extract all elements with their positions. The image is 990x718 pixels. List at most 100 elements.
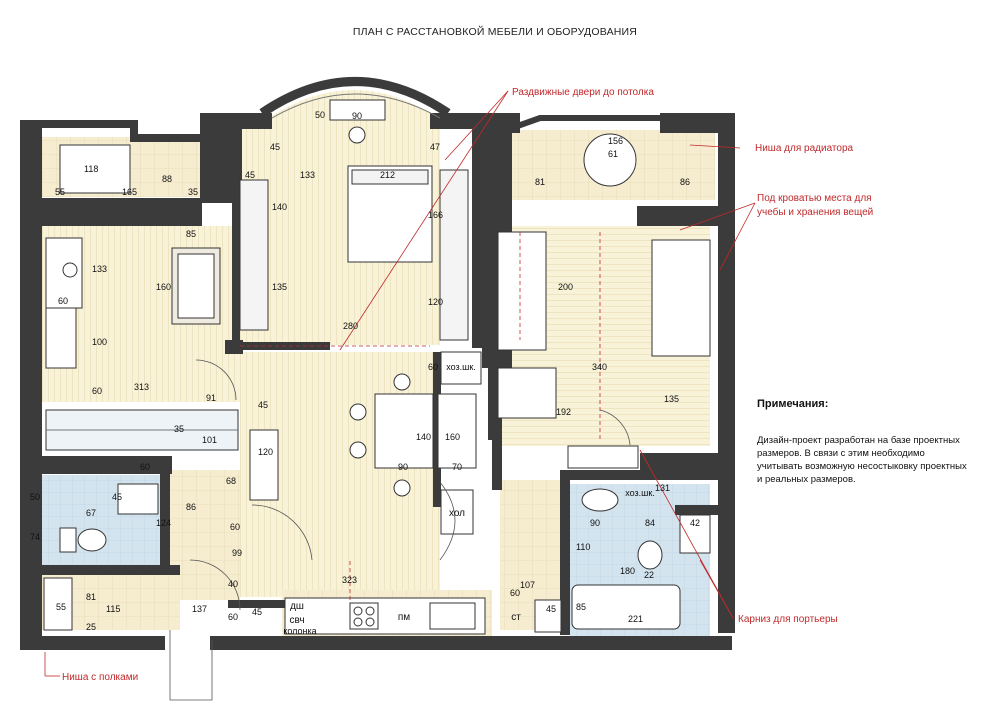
svg-text:118: 118 <box>84 164 98 174</box>
svg-text:60: 60 <box>228 612 238 622</box>
svg-text:55: 55 <box>55 187 65 197</box>
svg-text:45: 45 <box>112 492 122 502</box>
svg-text:120: 120 <box>258 447 273 457</box>
washer-label: ст <box>511 612 521 623</box>
callout-shelf-niche: Ниша с полками <box>62 672 138 683</box>
plan-title: ПЛАН С РАССТАНОВКОЙ МЕБЕЛИ И ОБОРУДОВАНИ… <box>353 25 637 38</box>
svg-text:61: 61 <box>608 149 618 159</box>
bath-closet-label: хоз.шк. <box>625 488 655 498</box>
svg-text:84: 84 <box>645 518 655 528</box>
svg-text:133: 133 <box>300 170 315 180</box>
svg-text:160: 160 <box>445 432 460 442</box>
svg-text:135: 135 <box>272 282 287 292</box>
dining-table <box>374 393 434 469</box>
svg-text:323: 323 <box>342 575 357 585</box>
svg-text:340: 340 <box>592 362 607 372</box>
dimension-lines <box>240 232 601 600</box>
callout-leaders <box>44 90 756 677</box>
svg-text:68: 68 <box>226 476 236 486</box>
svg-text:60: 60 <box>92 386 102 396</box>
svg-text:50: 50 <box>315 110 325 120</box>
kids-bed-left <box>497 231 547 351</box>
kitchen-cabinet-label: дш <box>290 601 304 612</box>
svg-text:47: 47 <box>430 142 440 152</box>
door-swings <box>169 359 631 701</box>
round-table <box>583 133 637 187</box>
callout-sliding-doors: Раздвижные двери до потолка <box>512 87 654 98</box>
svg-text:60: 60 <box>428 362 438 372</box>
fridge-label: хол <box>449 508 465 519</box>
svg-text:45: 45 <box>258 400 268 410</box>
svg-text:124: 124 <box>156 518 171 528</box>
svg-text:313: 313 <box>134 382 149 392</box>
svg-text:60: 60 <box>510 588 520 598</box>
microwave-label: свч <box>289 615 304 626</box>
svg-text:55: 55 <box>56 602 66 612</box>
callout-under-bed-line2: учебы и хранения вещей <box>757 206 873 218</box>
svg-text:120: 120 <box>428 297 443 307</box>
svg-text:67: 67 <box>86 508 96 518</box>
dimension-labels: 118 88 55 165 35 85 133 160 60 100 60 31… <box>30 110 700 632</box>
sink-left <box>117 483 159 515</box>
fridge <box>440 489 474 535</box>
bedroom-bay-window <box>259 77 451 117</box>
callout-curtain-rail: Карниз для портьеры <box>738 614 838 625</box>
svg-text:135: 135 <box>664 394 679 404</box>
svg-text:35: 35 <box>174 424 184 434</box>
wardrobe <box>239 179 269 331</box>
svg-text:88: 88 <box>162 174 172 184</box>
svg-text:99: 99 <box>232 548 242 558</box>
svg-text:192: 192 <box>556 407 571 417</box>
svg-text:85: 85 <box>576 602 586 612</box>
svg-text:131: 131 <box>655 483 670 493</box>
notes-text: Дизайн-проект разработан на базе проектн… <box>757 435 967 485</box>
svg-text:81: 81 <box>86 592 96 602</box>
svg-text:45: 45 <box>252 607 262 617</box>
utility-closet <box>440 351 482 385</box>
svg-text:81: 81 <box>535 177 545 187</box>
callout-under-bed-line1: Под кроватью места для <box>757 193 872 204</box>
svg-text:110: 110 <box>576 542 590 552</box>
svg-text:156: 156 <box>608 136 623 146</box>
svg-text:25: 25 <box>86 622 96 632</box>
svg-text:107: 107 <box>520 580 535 590</box>
svg-text:280: 280 <box>343 321 358 331</box>
svg-text:86: 86 <box>680 177 690 187</box>
svg-text:115: 115 <box>106 604 120 614</box>
svg-text:60: 60 <box>140 462 150 472</box>
notes-heading: Примечания: <box>757 398 829 410</box>
svg-text:140: 140 <box>272 202 287 212</box>
dishwasher-label: пм <box>398 612 410 623</box>
svg-text:221: 221 <box>628 614 643 624</box>
svg-text:50: 50 <box>30 492 40 502</box>
svg-text:90: 90 <box>352 111 362 121</box>
svg-text:101: 101 <box>202 435 217 445</box>
closet-label: хоз.шк. <box>446 362 476 372</box>
kids-bay-window <box>510 115 691 131</box>
svg-text:165: 165 <box>122 187 137 197</box>
svg-text:140: 140 <box>416 432 431 442</box>
svg-text:45: 45 <box>546 604 556 614</box>
svg-text:42: 42 <box>690 518 700 528</box>
svg-text:35: 35 <box>188 187 198 197</box>
svg-text:133: 133 <box>92 264 107 274</box>
bathtub <box>571 584 681 630</box>
svg-text:74: 74 <box>30 532 40 542</box>
svg-text:86: 86 <box>186 502 196 512</box>
svg-text:85: 85 <box>186 229 196 239</box>
svg-text:166: 166 <box>428 210 443 220</box>
callout-radiator-niche: Ниша для радиатора <box>755 143 854 154</box>
svg-text:200: 200 <box>558 282 573 292</box>
svg-text:45: 45 <box>245 170 255 180</box>
svg-text:22: 22 <box>644 570 654 580</box>
svg-text:60: 60 <box>230 522 240 532</box>
svg-text:60: 60 <box>58 296 68 306</box>
svg-text:160: 160 <box>156 282 171 292</box>
svg-text:100: 100 <box>92 337 107 347</box>
furniture <box>43 99 711 635</box>
svg-text:180: 180 <box>620 566 635 576</box>
svg-text:137: 137 <box>192 604 207 614</box>
svg-text:70: 70 <box>452 462 462 472</box>
svg-text:90: 90 <box>398 462 408 472</box>
